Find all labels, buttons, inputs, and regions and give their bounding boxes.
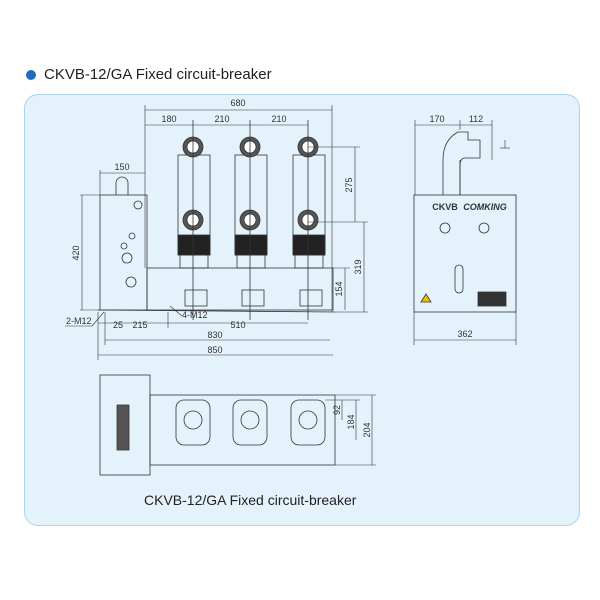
- side-view: 170 112 362 CKVB COMKING: [413, 114, 517, 345]
- pole-1: [177, 120, 211, 320]
- front-view: 680 180 210 210 150 420 275 319 154 25 2…: [65, 98, 368, 360]
- panel-brand-label: COMKING: [463, 202, 507, 212]
- dim-830: 830: [207, 330, 222, 340]
- section-title-text: CKVB-12/GA Fixed circuit-breaker: [44, 66, 272, 83]
- bottom-terminals: [175, 399, 326, 446]
- dim-420: 420: [71, 245, 81, 260]
- dim-275: 275: [344, 177, 354, 192]
- dim-210-b: 210: [271, 114, 286, 124]
- dim-180: 180: [161, 114, 176, 124]
- pole-2: [234, 120, 268, 320]
- dim-25: 25: [113, 320, 123, 330]
- pole-3: [292, 120, 326, 320]
- dim-210-a: 210: [214, 114, 229, 124]
- dim-154: 154: [334, 281, 344, 296]
- dim-150: 150: [114, 162, 129, 172]
- drawing-caption: CKVB-12/GA Fixed circuit-breaker: [144, 492, 357, 508]
- heat-fins: [116, 404, 130, 451]
- label-4-m12: 4-M12: [182, 310, 208, 320]
- dim-215: 215: [132, 320, 147, 330]
- dim-184: 184: [346, 414, 356, 429]
- dim-92: 92: [332, 405, 342, 415]
- dim-170: 170: [429, 114, 444, 124]
- dim-319: 319: [353, 259, 363, 274]
- front-panel: [413, 194, 517, 313]
- poles: [177, 120, 326, 320]
- control-cabinet: [99, 194, 148, 311]
- cabinet-handle: [115, 176, 129, 195]
- dim-850: 850: [207, 345, 222, 355]
- section-title: CKVB-12/GA Fixed circuit-breaker: [26, 66, 272, 83]
- bottom-view: 92 184 204: [99, 374, 376, 476]
- dim-510: 510: [230, 320, 245, 330]
- bullet-icon: [26, 69, 36, 80]
- label-2-m12: 2-M12: [66, 316, 92, 326]
- dim-362: 362: [457, 329, 472, 339]
- dim-204: 204: [362, 422, 372, 437]
- base-frame: [146, 267, 334, 311]
- dim-112: 112: [469, 114, 483, 124]
- dim-680: 680: [230, 98, 245, 108]
- panel-model-label: CKVB: [432, 202, 458, 212]
